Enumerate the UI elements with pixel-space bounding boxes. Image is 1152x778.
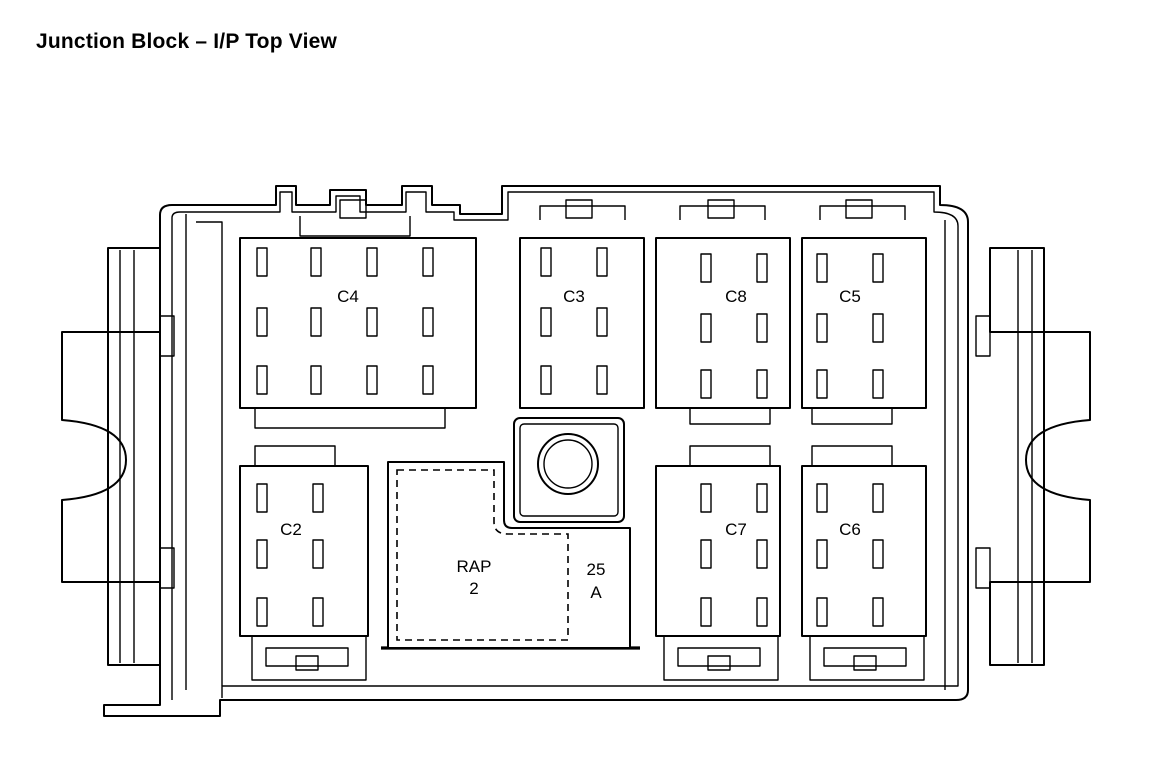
label-rap-number: 2 xyxy=(469,579,478,598)
center-stud xyxy=(513,417,625,523)
label-fuse-unit: A xyxy=(590,583,602,602)
label-rap: RAP xyxy=(457,557,492,576)
left-mounting-bracket xyxy=(61,247,175,666)
label-c5: C5 xyxy=(839,287,861,306)
label-c7: C7 xyxy=(725,520,747,539)
label-c6: C6 xyxy=(839,520,861,539)
label-c4: C4 xyxy=(337,287,359,306)
diagram-title: Junction Block – I/P Top View xyxy=(36,30,338,53)
top-latches xyxy=(299,199,906,237)
connector-c6: C6 xyxy=(801,445,927,681)
connector-c7: C7 xyxy=(655,445,781,681)
connector-c2: C2 xyxy=(239,445,369,681)
label-c3: C3 xyxy=(563,287,585,306)
rap-relay-cavity: RAP 2 25 A xyxy=(387,461,631,649)
connector-c4: C4 xyxy=(239,237,477,429)
connector-c3: C3 xyxy=(519,237,645,409)
label-fuse-rating: 25 xyxy=(587,560,606,579)
label-c8: C8 xyxy=(725,287,747,306)
connector-c5: C5 xyxy=(801,237,927,425)
label-c2: C2 xyxy=(280,520,302,539)
right-mounting-bracket xyxy=(975,247,1091,666)
connector-c8: C8 xyxy=(655,237,791,425)
